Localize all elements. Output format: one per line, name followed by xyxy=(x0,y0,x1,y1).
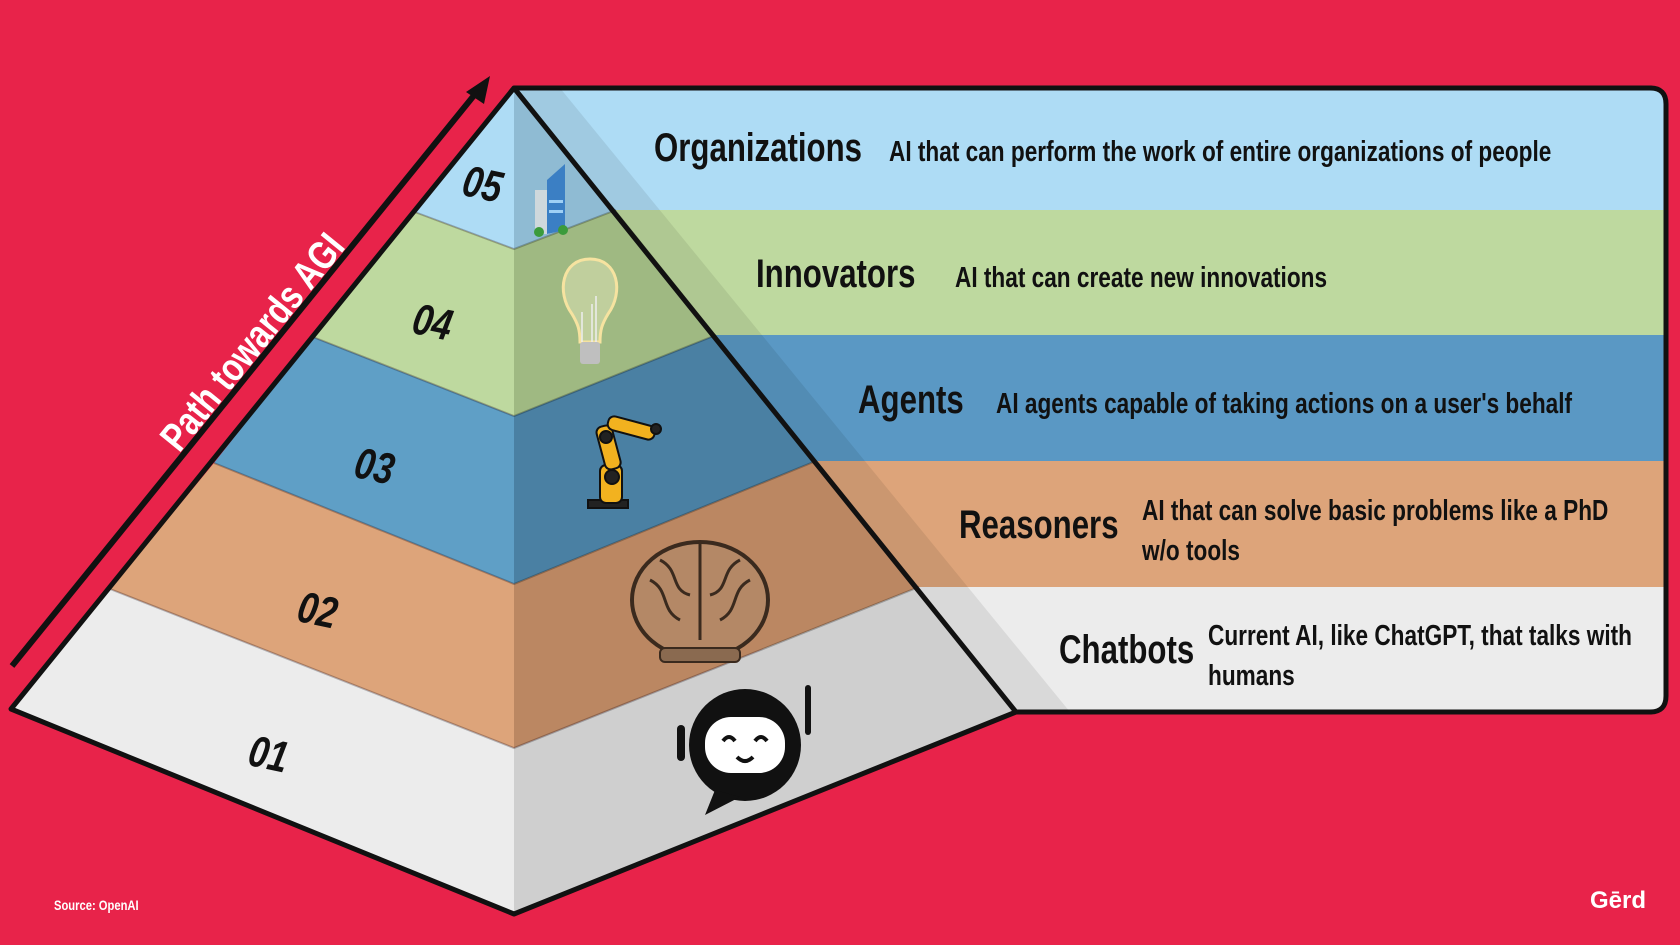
face-left-2 xyxy=(110,463,514,748)
face-left-5 xyxy=(412,88,514,249)
path-arrow xyxy=(9,76,490,668)
pyramid-outline xyxy=(8,85,1019,917)
level-desc-innovators: AI that can create new innovations xyxy=(955,262,1328,294)
band-level-4 xyxy=(514,210,1666,335)
panel-outline xyxy=(514,85,1669,715)
pyramid-shadow xyxy=(514,88,1070,712)
lightbulb-icon xyxy=(561,257,619,364)
level-title-reasoners: Reasoners xyxy=(959,503,1119,547)
brand-logo: Gērd xyxy=(1590,887,1647,914)
face-right-4 xyxy=(514,210,716,416)
band-level-5 xyxy=(514,88,1666,210)
level-desc-reasoners: AI that can solve basic problems like a … xyxy=(1142,495,1609,567)
level-title-chatbots: Chatbots xyxy=(1059,628,1195,672)
pyramid-left-face xyxy=(11,88,514,914)
robot-arm-icon xyxy=(587,415,662,509)
face-left-1 xyxy=(11,589,514,914)
level-title-innovators: Innovators xyxy=(756,252,916,296)
face-left-3 xyxy=(214,337,514,584)
level-desc-chatbots: Current AI, like ChatGPT, that talks wit… xyxy=(1208,620,1632,692)
source-caption: Source: OpenAI xyxy=(54,897,139,913)
face-left-4 xyxy=(313,211,514,416)
level-title-organizations: Organizations xyxy=(654,126,863,170)
level-title-agents: Agents xyxy=(858,378,964,422)
level-desc-agents: AI agents capable of taking actions on a… xyxy=(996,388,1573,420)
chatbot-icon xyxy=(677,685,811,815)
building-icon xyxy=(534,164,568,237)
face-right-3 xyxy=(514,335,816,584)
brain-icon xyxy=(630,540,770,663)
level-desc-organizations: AI that can perform the work of entire o… xyxy=(889,136,1552,168)
